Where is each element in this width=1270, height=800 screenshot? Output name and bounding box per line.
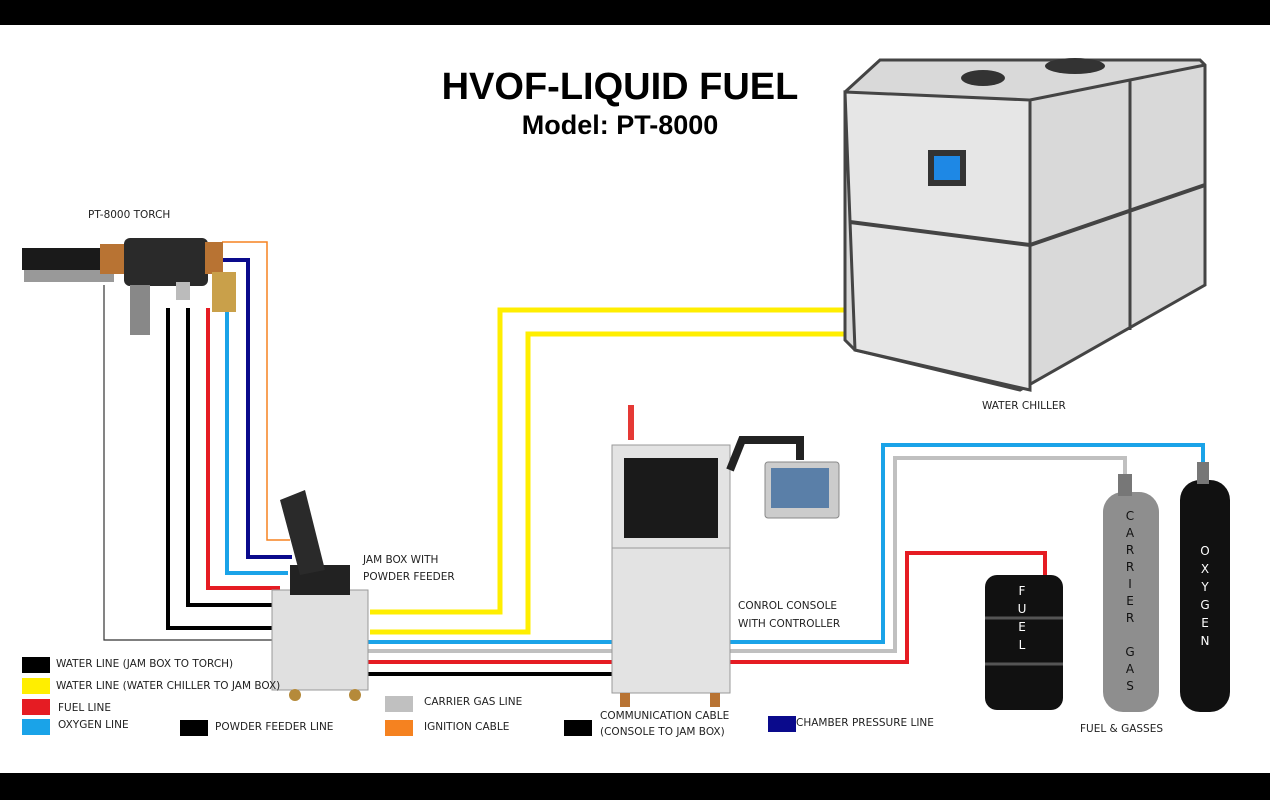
legend-label: OXYGEN LINE	[58, 719, 129, 731]
legend-swatch-carrier	[385, 696, 413, 712]
oxygen-line-torch	[225, 310, 288, 575]
ignition-cable	[222, 241, 290, 541]
water-line-torch-1	[186, 308, 272, 607]
chiller-label: WATER CHILLER	[982, 400, 1066, 412]
legend-swatch-oxygen	[22, 719, 50, 735]
water-line-chiller-1	[370, 307, 850, 615]
legend-swatch-chamber	[768, 716, 796, 732]
legend-label: IGNITION CABLE	[424, 721, 510, 733]
top-border	[0, 0, 1270, 25]
fuel-line-drum	[728, 551, 1047, 664]
chamber-pressure-line	[222, 258, 292, 559]
legend-label: COMMUNICATION CABLE	[600, 710, 730, 722]
torch-label: PT-8000 TORCH	[88, 209, 171, 221]
legend-label: WATER LINE (WATER CHILLER TO JAM BOX)	[56, 680, 281, 692]
carrier-gas-cylinder-image	[1103, 474, 1159, 712]
jam-box-label-1: JAM BOX WITH	[363, 554, 439, 566]
console-label-1: CONROL CONSOLE	[738, 600, 838, 612]
jam-box-label-2: POWDER FEEDER	[363, 571, 455, 583]
legend-label: POWDER FEEDER LINE	[215, 721, 334, 733]
oxygen-cylinder-image	[1180, 462, 1230, 712]
connection-lines	[103, 241, 1205, 676]
torch-image	[22, 238, 236, 335]
legend-label: FUEL LINE	[58, 702, 111, 714]
legend-swatch-water-chiller	[22, 678, 50, 694]
bottom-border	[0, 773, 1270, 800]
legend-swatch-powder	[180, 720, 208, 736]
legend-label: WATER LINE (JAM BOX TO TORCH)	[56, 658, 234, 670]
legend-label: CARRIER GAS LINE	[424, 696, 523, 708]
console-label-2: WITH CONTROLLER	[738, 618, 841, 630]
legend-label: (CONSOLE TO JAM BOX)	[600, 726, 725, 738]
oxygen-line-tank	[728, 443, 1205, 644]
water-chiller-image	[843, 58, 1207, 392]
water-line-chiller-2	[370, 331, 850, 635]
gasses-label: FUEL & GASSES	[1080, 723, 1164, 735]
carrier-gas-line-tank	[728, 456, 1127, 653]
legend-label: CHAMBER PRESSURE LINE	[796, 717, 934, 729]
legend-swatch-ignition	[385, 720, 413, 736]
diagram-title: HVOF-LIQUID FUEL	[441, 66, 799, 108]
legend-swatch-communication	[564, 720, 592, 736]
diagram-subtitle: Model: PT-8000	[521, 110, 719, 140]
legend-swatch-fuel	[22, 699, 50, 715]
control-console-image	[611, 405, 840, 707]
powder-feeder-line	[103, 285, 272, 641]
jam-box-image	[271, 490, 369, 701]
fuel-line-torch	[206, 308, 280, 590]
water-line-torch-2	[166, 308, 272, 630]
legend-swatch-water-torch	[22, 657, 50, 673]
fuel-drum-image	[985, 575, 1063, 710]
